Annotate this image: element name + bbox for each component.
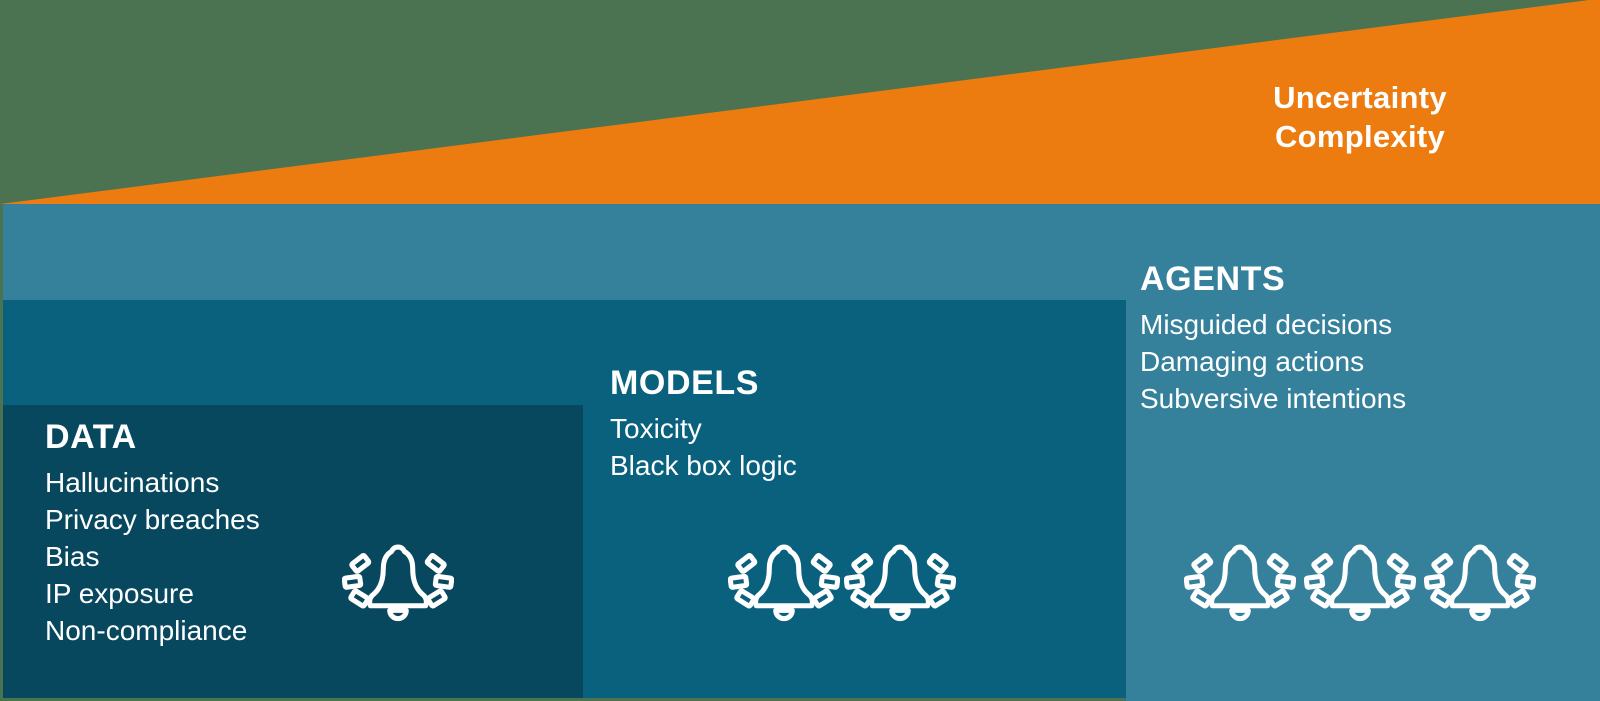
risk-item: Toxicity — [610, 413, 702, 444]
models-textblock: MODELS Toxicity Black box logic — [610, 362, 797, 484]
risk-item: Damaging actions — [1140, 346, 1365, 377]
agents-textblock: AGENTS Misguided decisions Damaging acti… — [1140, 258, 1406, 417]
models-items: Toxicity Black box logic — [610, 410, 797, 484]
alarm-bell-icon — [1424, 544, 1536, 622]
agents-title: AGENTS — [1140, 260, 1286, 298]
agents-alert-bells — [1184, 534, 1536, 626]
wedge-label-line2: Complexity — [1274, 119, 1446, 154]
data-alert-bells — [342, 534, 454, 626]
risk-item: Non-compliance — [45, 615, 248, 646]
wedge-label: Uncertainty Complexity — [1235, 78, 1485, 156]
risk-item: Bias — [45, 541, 100, 572]
models-alert-bells — [728, 534, 956, 626]
wedge-label-line1: Uncertainty — [1273, 80, 1447, 115]
risk-item: Privacy breaches — [45, 504, 260, 535]
data-title: DATA — [45, 418, 137, 456]
risk-item: Misguided decisions — [1140, 309, 1393, 340]
data-items: Hallucinations Privacy breaches Bias IP … — [45, 464, 260, 649]
panel-data — [3, 405, 583, 698]
risk-item: IP exposure — [45, 578, 194, 609]
models-title: MODELS — [610, 364, 760, 402]
alarm-bell-icon — [728, 544, 840, 622]
risk-item: Black box logic — [610, 450, 797, 481]
risk-item: Hallucinations — [45, 467, 220, 498]
alarm-bell-icon — [844, 544, 956, 622]
alarm-bell-icon — [1184, 544, 1296, 622]
alarm-bell-icon — [1304, 544, 1416, 622]
agents-items: Misguided decisions Damaging actions Sub… — [1140, 306, 1406, 417]
data-textblock: DATA Hallucinations Privacy breaches Bia… — [45, 416, 260, 649]
risk-item: Subversive intentions — [1140, 383, 1407, 414]
alarm-bell-icon — [342, 544, 454, 622]
